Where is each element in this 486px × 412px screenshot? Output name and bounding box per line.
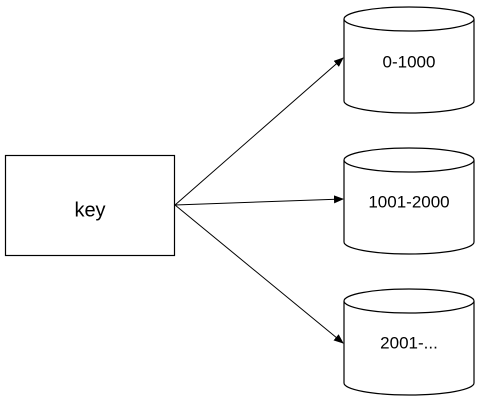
shard-node-2: 1001-2000 bbox=[343, 147, 475, 255]
arrow-to-shard-1 bbox=[174, 57, 344, 206]
cylinder-body-3 bbox=[343, 301, 475, 396]
shard-label-1: 0-1000 bbox=[383, 52, 436, 71]
cylinder-body-2 bbox=[343, 160, 475, 255]
shard-label-3: 2001-... bbox=[380, 333, 438, 352]
arrow-to-shard-2 bbox=[174, 195, 344, 206]
shard-node-3: 2001-... bbox=[343, 288, 475, 396]
cylinder-body-1 bbox=[343, 19, 475, 114]
key-label: key bbox=[74, 199, 105, 221]
key-box bbox=[4, 154, 176, 257]
cylinder-top-1 bbox=[343, 6, 475, 32]
shard-label-2: 1001-2000 bbox=[368, 192, 449, 211]
cylinder-top-3 bbox=[343, 288, 475, 314]
key-node: key bbox=[4, 154, 176, 257]
arrows bbox=[174, 57, 344, 344]
cylinder-top-2 bbox=[343, 147, 475, 173]
arrow-to-shard-3 bbox=[174, 204, 344, 344]
shard-node-1: 0-1000 bbox=[343, 6, 475, 114]
